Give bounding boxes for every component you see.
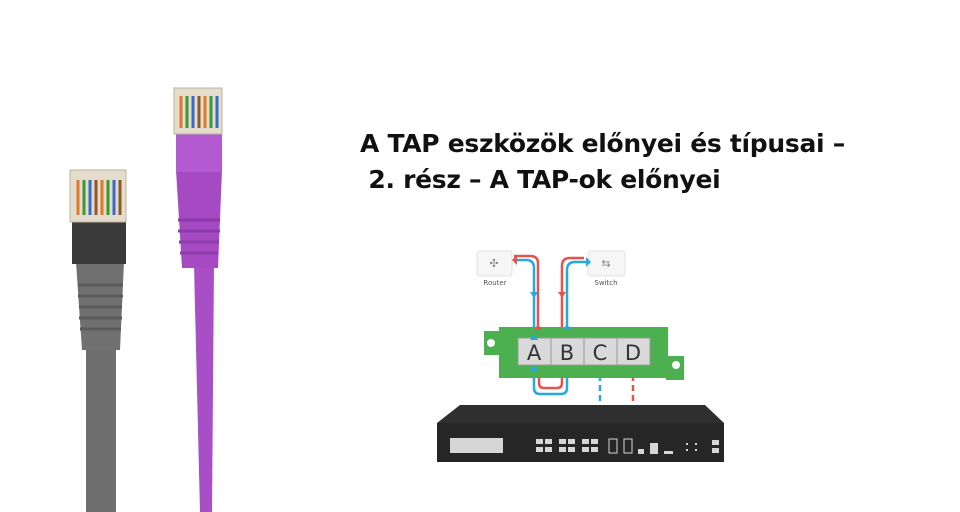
switch-icon: ⇆	[601, 257, 610, 270]
switch-node: ⇆ Switch	[587, 250, 626, 287]
router-label: Router	[483, 279, 506, 287]
tap-board: A B C D	[484, 327, 684, 380]
purple-ethernet-cable	[173, 87, 223, 512]
router-node: ✣ Router	[476, 250, 513, 287]
title-line-1: A TAP eszközök előnyei és típusai –	[360, 129, 845, 158]
router-icon: ✣	[489, 257, 498, 270]
port-d: D	[625, 341, 641, 365]
port-c: C	[593, 341, 608, 365]
page-title: A TAP eszközök előnyei és típusai – 2. r…	[360, 126, 845, 198]
grey-ethernet-cable	[69, 169, 127, 512]
switch-label: Switch	[594, 279, 617, 287]
port-a: A	[527, 341, 542, 365]
tap-ports: A B C D	[517, 337, 651, 366]
port-b: B	[560, 341, 574, 365]
monitoring-appliance	[437, 405, 724, 462]
title-line-2: 2. rész – A TAP-ok előnyei	[360, 165, 721, 194]
